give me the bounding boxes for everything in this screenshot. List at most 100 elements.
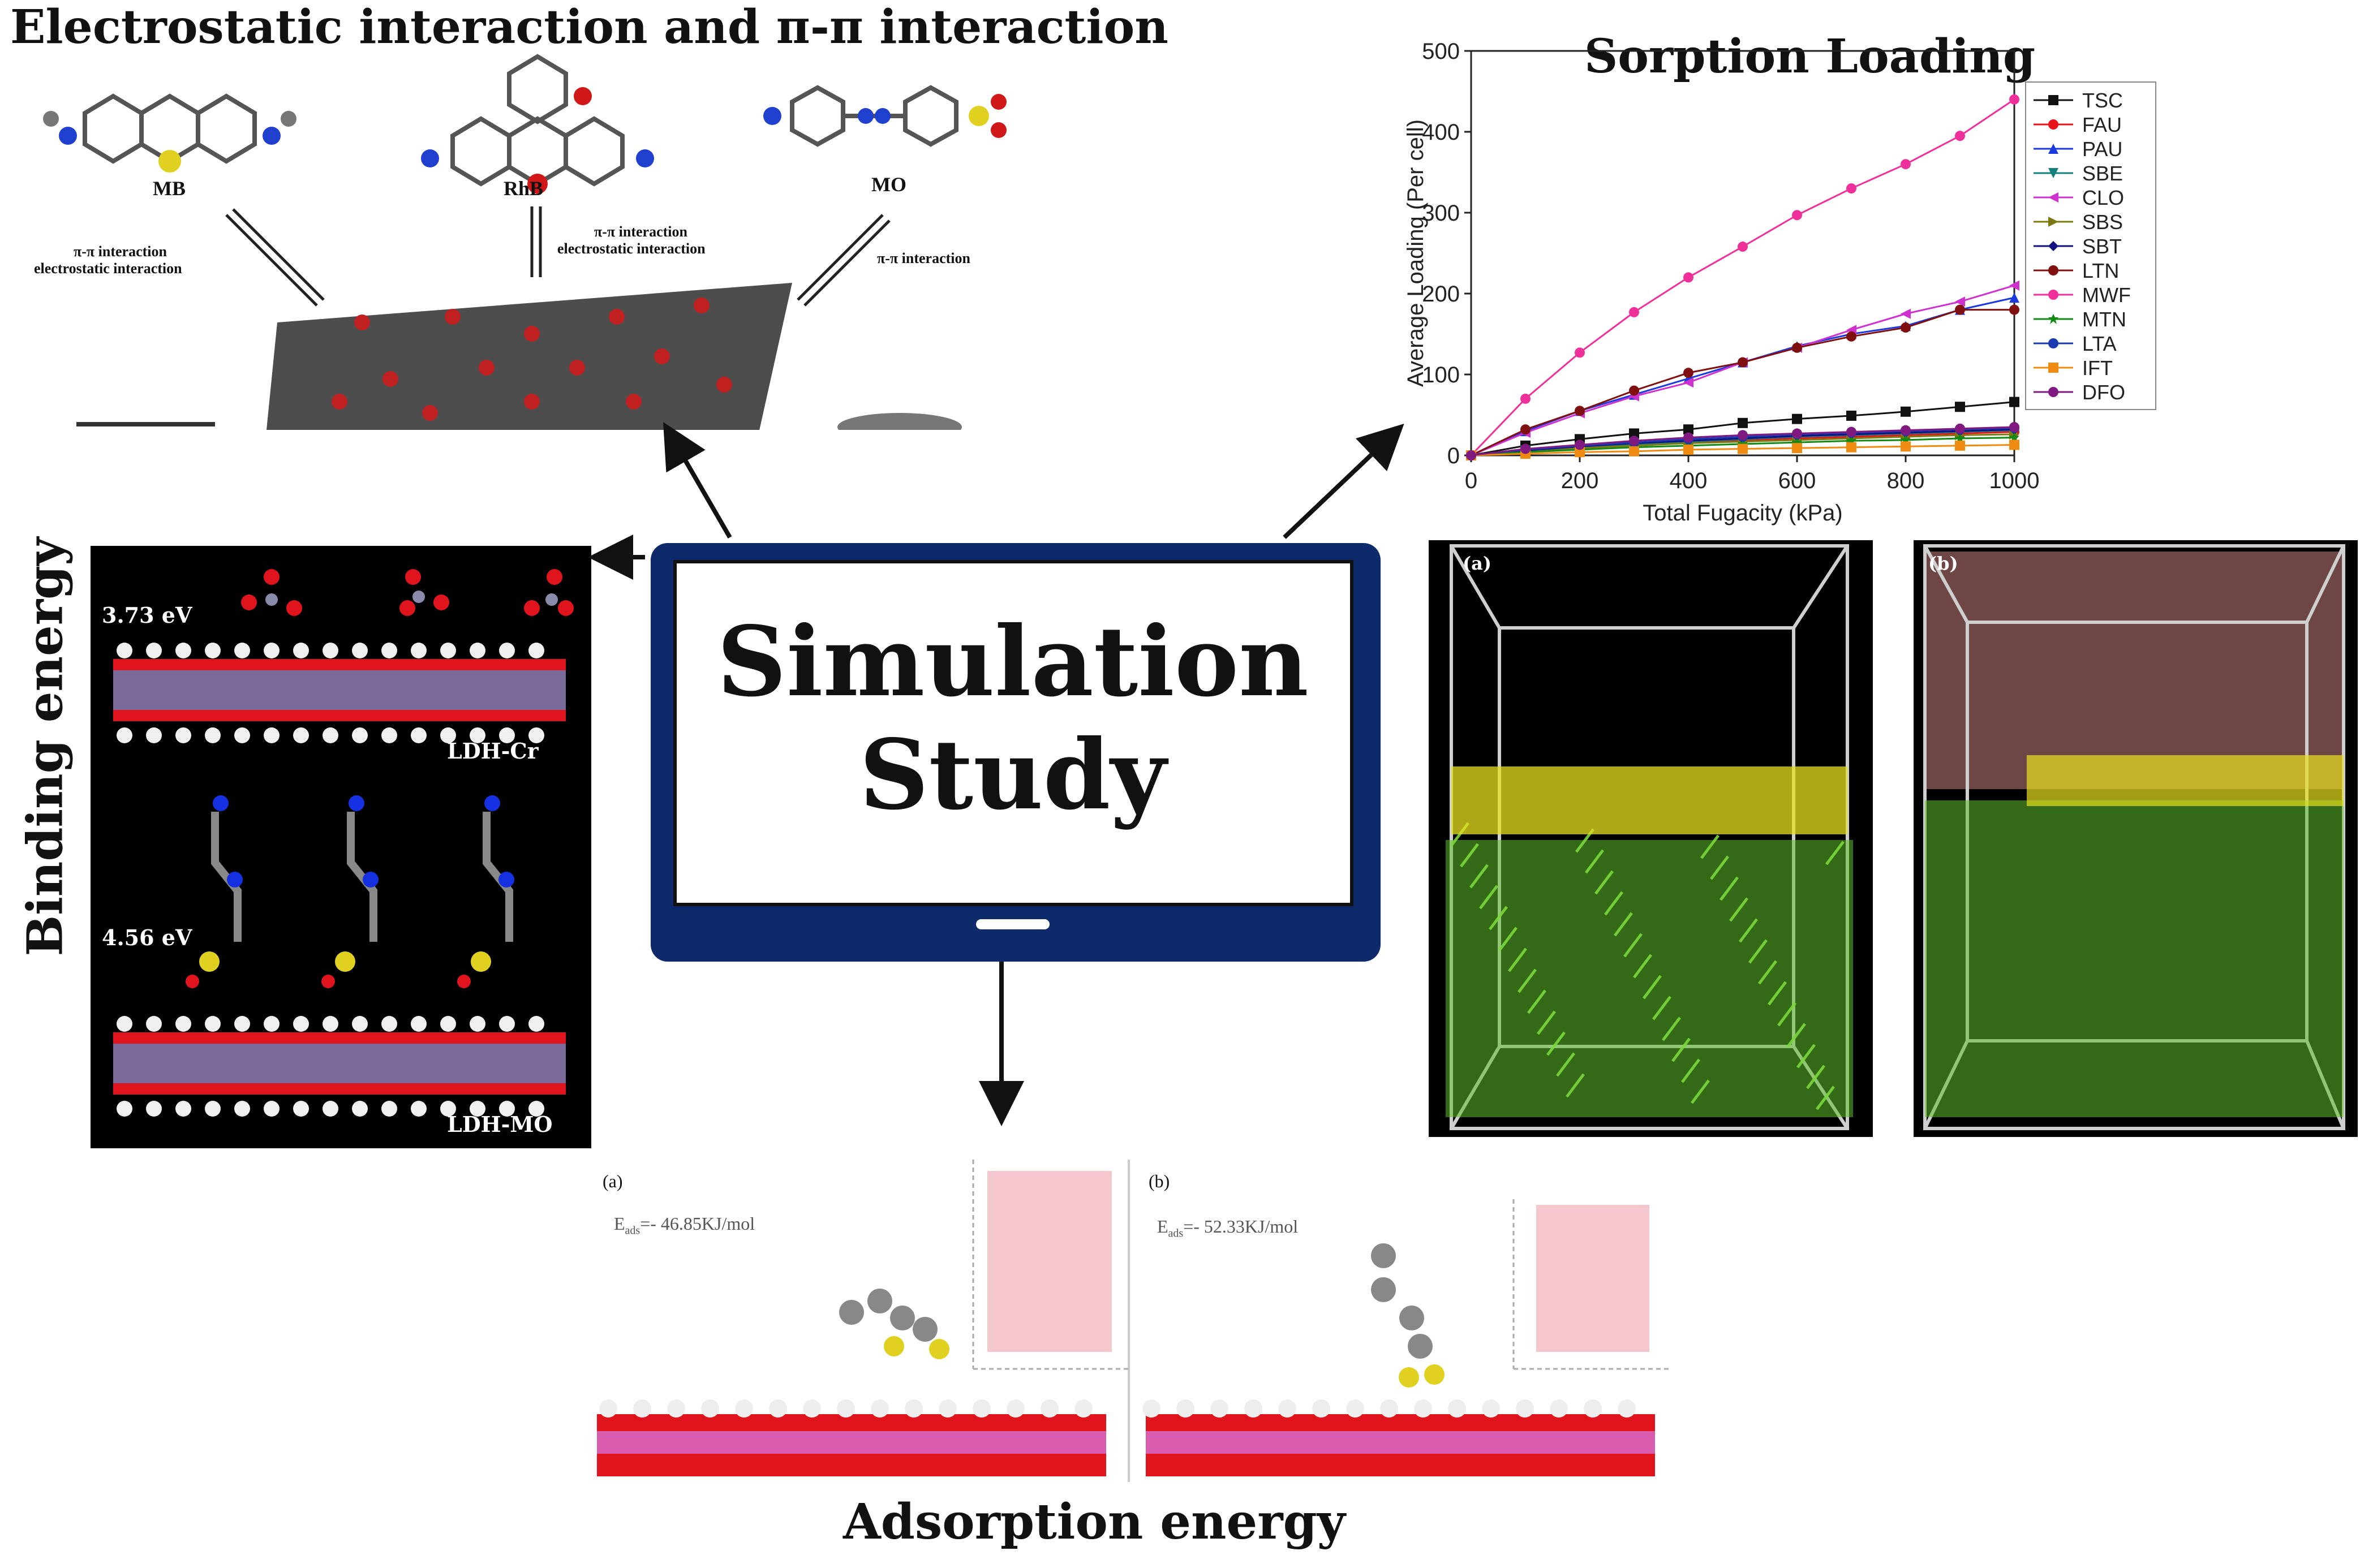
series-tsc [1466,397,2019,460]
data-point [1955,402,1965,412]
md-panel-a: (a) [1429,540,1873,1137]
adsorption-a-value: =- 46.85KJ/mol [640,1213,755,1234]
tablet-screen [673,560,1353,906]
legend-label: IFT [2082,356,2113,380]
legend-marker [2048,144,2058,154]
legend-item: LTN [2034,259,2119,282]
adsorption-b-label: (b) [1149,1171,1170,1191]
adsorption-b-energy: Eads=- 52.33KJ/mol [1157,1216,1298,1240]
data-point [1575,440,1585,450]
binding-energy-panel: 3.73 eV LDH-Cr 4.56 eV LDH-MO [91,546,591,1148]
y-tick-label: 200 [1422,282,1460,307]
mo-molecule [763,85,1007,147]
data-point [1846,410,1856,421]
data-point [1575,347,1585,358]
center-title-line2: Study [859,718,1167,832]
series-dfo [1466,421,2019,460]
data-point [1683,424,1693,435]
data-point [1575,406,1585,416]
legend-item: SBE [2034,162,2123,185]
data-point [1955,440,1965,451]
data-point [1955,296,1965,307]
adsorption-b-e: E [1157,1216,1168,1237]
x-tick-label: 800 [1887,468,1925,493]
adsorption-b-sub: ads [1168,1227,1184,1240]
data-point [1466,450,1476,460]
data-point [1520,424,1531,435]
legend-label: SBS [2082,210,2123,234]
data-point [1955,423,1965,434]
data-point [2009,280,2019,291]
data-point [1575,447,1585,458]
y-tick-label: 400 [1422,120,1460,145]
legend-marker [2048,192,2058,203]
interaction-arrows [225,206,891,307]
legend-label: SBT [2082,235,2122,258]
y-tick-label: 0 [1447,443,1460,468]
md-a-adsorbate [1451,766,1847,834]
data-point [1901,159,1911,170]
md-b-label: (b) [1928,553,1958,574]
data-point [2009,292,2019,303]
label-mb: MB [153,177,186,200]
heading-adsorption-energy: Adsorption energy [843,1493,1345,1550]
x-tick-label: 400 [1670,468,1708,493]
data-point [1738,430,1748,441]
binding-energy-bottom: 4.56 eV [102,925,192,950]
graphene-red-atoms [332,298,732,421]
data-point [1629,428,1639,439]
legend-marker [2048,241,2058,251]
molecule-interaction-panel: MB RhB MO π-π interaction electrostatic … [23,51,1041,441]
adsorption-a-label: (a) [603,1171,623,1191]
binding-label-ldh-mo: LDH-MO [447,1112,553,1137]
tablet-home-button [976,919,1050,929]
series-ift [1466,440,2019,460]
data-point [1683,444,1693,455]
ldh-cr-layer [113,659,566,721]
legend-item: FAU [2034,113,2122,136]
data-point [2009,94,2019,105]
adsorption-a-sub: ads [625,1224,640,1237]
data-point [1901,406,1911,417]
label-mo: MO [871,173,906,196]
chart-plot-area [1470,50,2015,456]
molecule-interaction-svg [43,54,1007,441]
graphene-sheet [266,283,792,436]
label-left-pi: π-π interaction [74,243,167,260]
heading-sorption-loading: Sorption Loading [1584,29,2036,84]
data-point [1792,210,1802,221]
data-point [1520,443,1531,454]
data-point [1901,308,1911,319]
legend-marker [2048,338,2058,348]
legend-label: TSC [2082,89,2123,112]
label-rhb: RhB [504,177,544,200]
legend-item: SBS [2034,210,2123,234]
adsorption-b-value: =- 52.33KJ/mol [1183,1216,1299,1237]
data-point [2009,421,2019,432]
x-axis-label: Total Fugacity (kPa) [1643,501,1842,525]
md-a-polymer [1446,840,1853,1117]
md-b-polymer [1925,800,2344,1117]
series-ltn [1466,304,2019,460]
legend-marker [2048,290,2058,300]
x-tick-label: 1000 [1989,468,2040,493]
label-left-electrostatic: electrostatic interaction [34,260,182,277]
center-title-line1: Simulation [717,605,1309,718]
legend-item: IFT [2034,356,2113,380]
x-tick-label: 200 [1561,468,1599,493]
legend-item: SBT [2034,235,2122,258]
data-point [1629,385,1639,396]
legend-item: DFO [2034,381,2125,404]
arrow-to-chart [1283,423,1404,539]
data-point [1901,322,1911,333]
y-tick-label: 500 [1422,40,1460,64]
data-point [1792,342,1802,353]
adsorption-a-inset [972,1160,1129,1370]
legend-item: LTA [2034,332,2117,355]
mo-molecules-binding [211,812,513,942]
legend-marker [2048,363,2058,373]
data-point [2009,397,2019,407]
legend-label: SBE [2082,162,2123,185]
